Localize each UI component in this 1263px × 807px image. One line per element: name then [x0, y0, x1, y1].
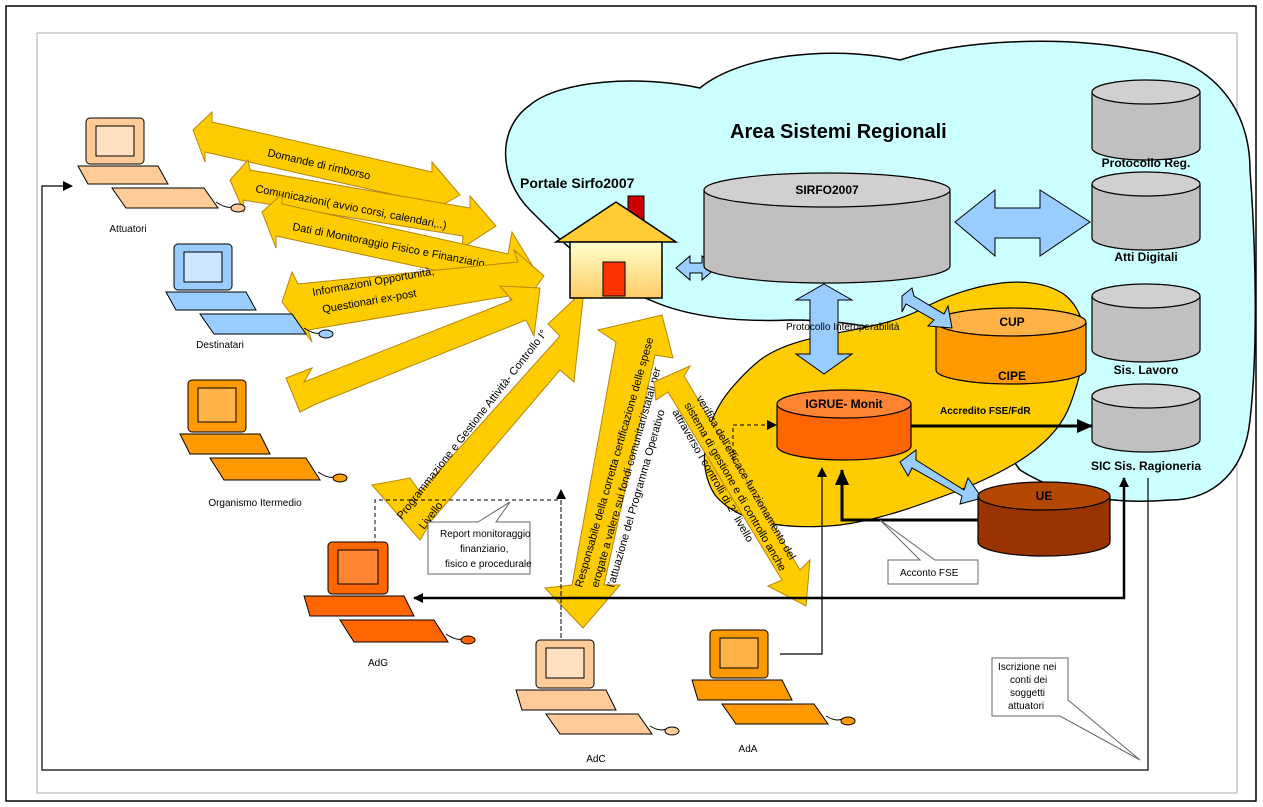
dashed-to-igrue — [732, 420, 777, 460]
computer-adc-icon[interactable] — [515, 639, 680, 736]
db-atti-digitali[interactable]: Atti Digitali — [1091, 171, 1201, 264]
db-sis-lavoro[interactable]: Sis. Lavoro — [1091, 283, 1201, 377]
db-sirfo-label: SIRFO2007 — [795, 183, 859, 197]
db-igrue-label: IGRUE- Monit — [805, 397, 882, 411]
organismo-label: Organismo Itermedio — [208, 498, 302, 509]
computer-destinatari-icon[interactable] — [165, 243, 334, 339]
callout-iscrizione-4: attuatori — [1008, 701, 1044, 712]
callout-report: Report monitoraggio finanziario, fisico … — [427, 501, 532, 575]
db-cup-cipe[interactable]: CUP CIPE — [935, 307, 1087, 385]
db-ragioneria-label: SIC Sis. Ragioneria — [1091, 459, 1201, 473]
portale-label: Portale Sirfo2007 — [520, 175, 635, 191]
callout-acconto: Acconto FSE — [879, 519, 979, 585]
db-cipe-label: CIPE — [998, 369, 1026, 383]
callout-report-1: Report monitoraggio — [440, 529, 531, 540]
db-sirfo2007[interactable]: SIRFO2007 — [703, 172, 951, 284]
arrow-protocollo-interop — [794, 283, 854, 375]
adc-label: AdC — [586, 754, 605, 765]
db-lavoro-label: Sis. Lavoro — [1114, 363, 1179, 377]
callout-acconto-text: Acconto FSE — [900, 568, 959, 579]
callout-iscrizione-1: Iscrizione nei — [998, 662, 1056, 673]
callout-report-3: fisico e procedurale — [445, 559, 532, 570]
computer-organismo-icon[interactable] — [179, 379, 348, 483]
db-sic-ragioneria[interactable]: SIC Sis. Ragioneria — [1091, 383, 1201, 473]
callout-iscrizione: Iscrizione nei conti dei soggetti attuat… — [991, 657, 1141, 761]
protocollo-interop-label: Protocollo Interoperabilità — [786, 322, 900, 333]
computer-ada-icon[interactable] — [691, 629, 856, 726]
line-ada-igrue — [780, 467, 827, 655]
db-cup-label: CUP — [999, 315, 1024, 329]
area-title: Area Sistemi Regionali — [730, 121, 947, 143]
arrow-acconto-fse — [835, 469, 978, 522]
db-ue-label: UE — [1036, 489, 1053, 503]
destinatari-label: Destinatari — [196, 340, 244, 351]
db-protocollo-label: Protocollo Reg. — [1102, 156, 1191, 170]
db-atti-label: Atti Digitali — [1114, 250, 1177, 264]
callout-iscrizione-3: soggetti — [1010, 688, 1045, 699]
adg-label: AdG — [368, 658, 388, 669]
arrow-sirfo-cup — [901, 287, 953, 329]
callout-iscrizione-2: conti dei — [1010, 675, 1047, 686]
callout-report-2: finanziario, — [460, 544, 508, 555]
portale-house-icon[interactable] — [553, 195, 679, 299]
accredito-label: Accredito FSE/FdR — [940, 406, 1031, 417]
computer-adg-icon[interactable] — [303, 541, 476, 645]
arrow-sirfo-atti — [954, 188, 1091, 258]
db-ue[interactable]: UE — [977, 481, 1111, 557]
db-protocollo-reg[interactable]: Protocollo Reg. — [1091, 79, 1201, 170]
arrow-adg-ragioneria — [820, 477, 1129, 600]
computer-attuatori-icon[interactable] — [77, 117, 246, 213]
attuatori-label: Attuatori — [109, 224, 146, 235]
db-igrue-monit[interactable]: IGRUE- Monit — [776, 389, 912, 461]
ada-label: AdA — [739, 744, 758, 755]
loop-iscrizione — [41, 181, 1149, 771]
arrow-programmazione-gestione[interactable] — [285, 285, 541, 413]
